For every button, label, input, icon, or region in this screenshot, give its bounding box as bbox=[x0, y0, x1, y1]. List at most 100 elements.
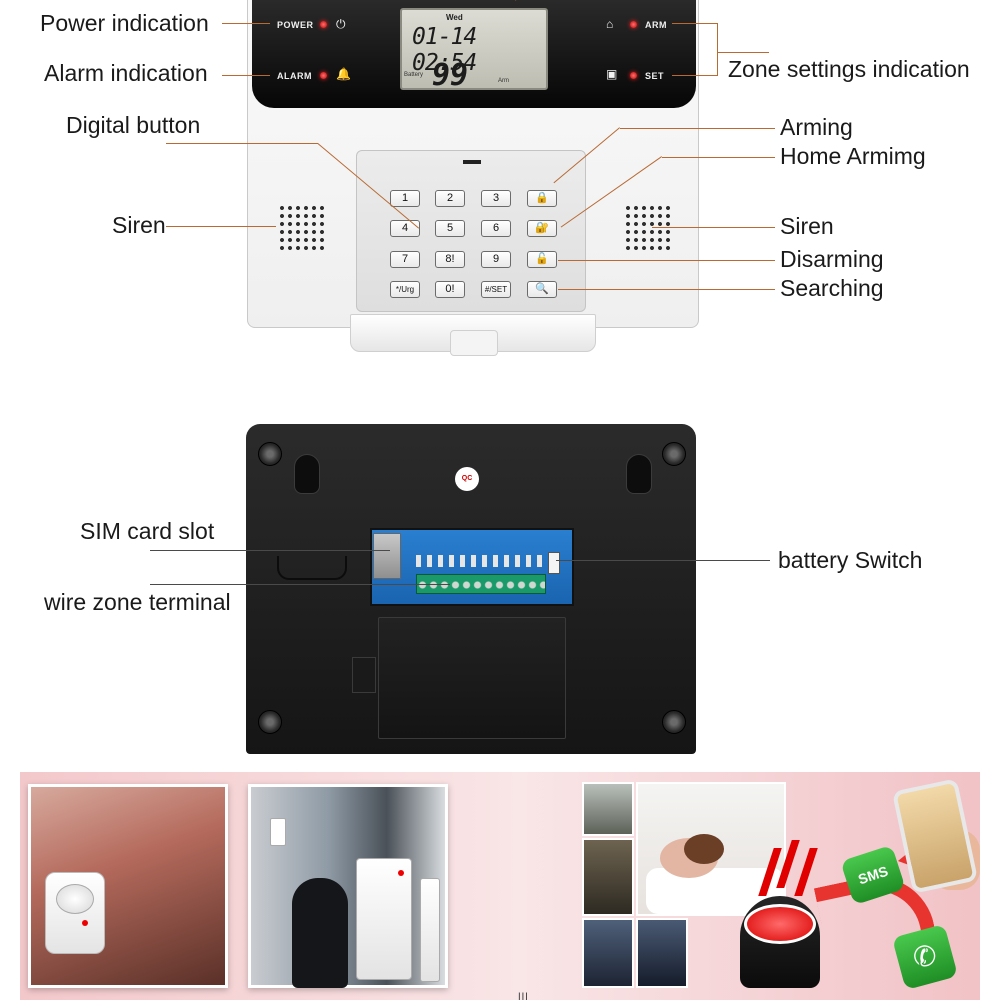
arm-led bbox=[630, 21, 637, 28]
siren-light bbox=[744, 904, 816, 944]
leader-power bbox=[222, 23, 270, 24]
label-disarming: Disarming bbox=[780, 246, 884, 272]
masked-intruder bbox=[292, 878, 348, 988]
power-indicator-label: POWER bbox=[277, 20, 314, 30]
set-indicator-label: SET bbox=[645, 71, 665, 81]
label-searching: Searching bbox=[780, 275, 884, 301]
search-key[interactable]: 🔍 bbox=[527, 281, 557, 298]
leader-zone-b bbox=[672, 75, 718, 76]
key-0[interactable]: 0! bbox=[435, 281, 465, 298]
label-alarm-indication: Alarm indication bbox=[44, 60, 208, 86]
pir-sensor-led bbox=[82, 920, 88, 926]
leader-zone-d bbox=[717, 52, 769, 53]
pir-sensor-lens bbox=[56, 884, 94, 914]
door-sensor-transmitter bbox=[356, 858, 412, 980]
leader-sim bbox=[150, 550, 390, 551]
home-lock-icon: 🔐 bbox=[535, 222, 549, 234]
key-4[interactable]: 4 bbox=[390, 220, 420, 237]
lcd-day: Wed bbox=[446, 13, 463, 22]
key-8[interactable]: 8! bbox=[435, 251, 465, 268]
leader-disarming bbox=[558, 260, 775, 261]
leader-alarm bbox=[222, 75, 270, 76]
key-6[interactable]: 6 bbox=[481, 220, 511, 237]
siren-grille-left bbox=[278, 204, 326, 252]
label-digital-button: Digital button bbox=[66, 112, 201, 138]
lock-icon: 🔒 bbox=[535, 192, 549, 204]
photo-intruder-2 bbox=[582, 838, 634, 916]
leader-digital-a bbox=[166, 143, 318, 144]
door-sensor-led bbox=[398, 870, 404, 876]
key-9[interactable]: 9 bbox=[481, 251, 511, 268]
key-hash-set[interactable]: #/SET bbox=[481, 281, 511, 298]
alarm-indicator-label: ALARM bbox=[277, 71, 312, 81]
label-battery-switch: battery Switch bbox=[778, 547, 923, 573]
photo-intruder-3 bbox=[582, 918, 634, 988]
lcd-display: Wed 01-14 02:54 99 Battery Arm bbox=[400, 8, 548, 93]
wire-zone-terminal[interactable] bbox=[416, 574, 546, 594]
key-star-urg[interactable]: */Urg bbox=[390, 281, 420, 298]
sleeping-woman-hair bbox=[684, 834, 724, 864]
key-5[interactable]: 5 bbox=[435, 220, 465, 237]
leader-searching bbox=[558, 289, 775, 290]
door-sensor-magnet bbox=[420, 878, 440, 982]
key-2[interactable]: 2 bbox=[435, 190, 465, 207]
battery-cover[interactable] bbox=[378, 617, 566, 739]
siren-grille-right bbox=[624, 204, 672, 252]
lcd-arm-label: Arm bbox=[498, 78, 509, 84]
photo-door-intruder bbox=[248, 784, 448, 988]
leader-zone-c bbox=[717, 23, 718, 76]
unlock-icon: 🔓 bbox=[535, 253, 549, 265]
search-icon: 🔍 bbox=[535, 283, 549, 295]
arm-indicator-label: ARM bbox=[645, 20, 667, 30]
pin-header bbox=[416, 555, 546, 567]
label-zone-settings: Zone settings indication bbox=[728, 56, 970, 82]
wall-mount-hole-right bbox=[626, 454, 652, 494]
label-sim-card-slot: SIM card slot bbox=[80, 518, 215, 544]
leader-siren-right bbox=[652, 227, 775, 228]
key-1[interactable]: 1 bbox=[390, 190, 420, 207]
zone-settings-icon: ▣ bbox=[606, 67, 618, 81]
photo-intruder-1 bbox=[582, 782, 634, 836]
disarm-key[interactable]: 🔓 bbox=[527, 251, 557, 268]
wall-mount-hole-left bbox=[294, 454, 320, 494]
alarm-led bbox=[320, 72, 327, 79]
battery-switch[interactable] bbox=[548, 552, 560, 574]
set-led bbox=[630, 72, 637, 79]
lcd-number: 99 bbox=[432, 58, 469, 93]
leader-arming-a bbox=[620, 128, 775, 129]
label-wire-zone-terminal: wire zone terminal bbox=[44, 589, 231, 615]
lcd-datetime: 01-14 02:54 bbox=[412, 24, 477, 76]
cable-channel bbox=[277, 556, 347, 580]
door-sensor-mounted bbox=[270, 818, 286, 846]
screw-top-right bbox=[662, 442, 686, 466]
leader-siren-left bbox=[166, 226, 276, 227]
arm-key[interactable]: 🔒 bbox=[527, 190, 557, 207]
sim-card-slot[interactable] bbox=[373, 533, 401, 579]
panel-stand-tab bbox=[450, 330, 498, 356]
keypad-slot bbox=[463, 160, 481, 164]
label-siren-left: Siren bbox=[112, 212, 166, 238]
screw-bottom-right bbox=[662, 710, 686, 734]
label-power-indication: Power indication bbox=[40, 10, 209, 36]
leader-home-a bbox=[662, 157, 775, 158]
home-icon: ⌂ bbox=[606, 17, 614, 31]
photo-intruder-4 bbox=[636, 918, 688, 988]
battery-cover-latch[interactable] bbox=[352, 657, 376, 693]
screw-top-left bbox=[258, 442, 282, 466]
cut-edge-marks: ||| bbox=[518, 992, 529, 1000]
label-home-arming: Home Armimg bbox=[780, 143, 926, 169]
key-7[interactable]: 7 bbox=[390, 251, 420, 268]
qc-sticker: QC bbox=[455, 467, 479, 491]
power-led bbox=[320, 21, 327, 28]
leader-zone-a bbox=[672, 23, 718, 24]
label-siren-right: Siren bbox=[780, 213, 834, 239]
screw-bottom-left bbox=[258, 710, 282, 734]
label-arming: Arming bbox=[780, 114, 853, 140]
home-arm-key[interactable]: 🔐 bbox=[527, 220, 557, 237]
leader-battery bbox=[556, 560, 770, 561]
alarm-bell-icon: 🔔 bbox=[336, 67, 351, 81]
key-3[interactable]: 3 bbox=[481, 190, 511, 207]
leader-terminal bbox=[150, 584, 450, 585]
power-icon: ⏻ bbox=[336, 17, 346, 31]
lcd-battery-label: Battery bbox=[404, 72, 424, 78]
